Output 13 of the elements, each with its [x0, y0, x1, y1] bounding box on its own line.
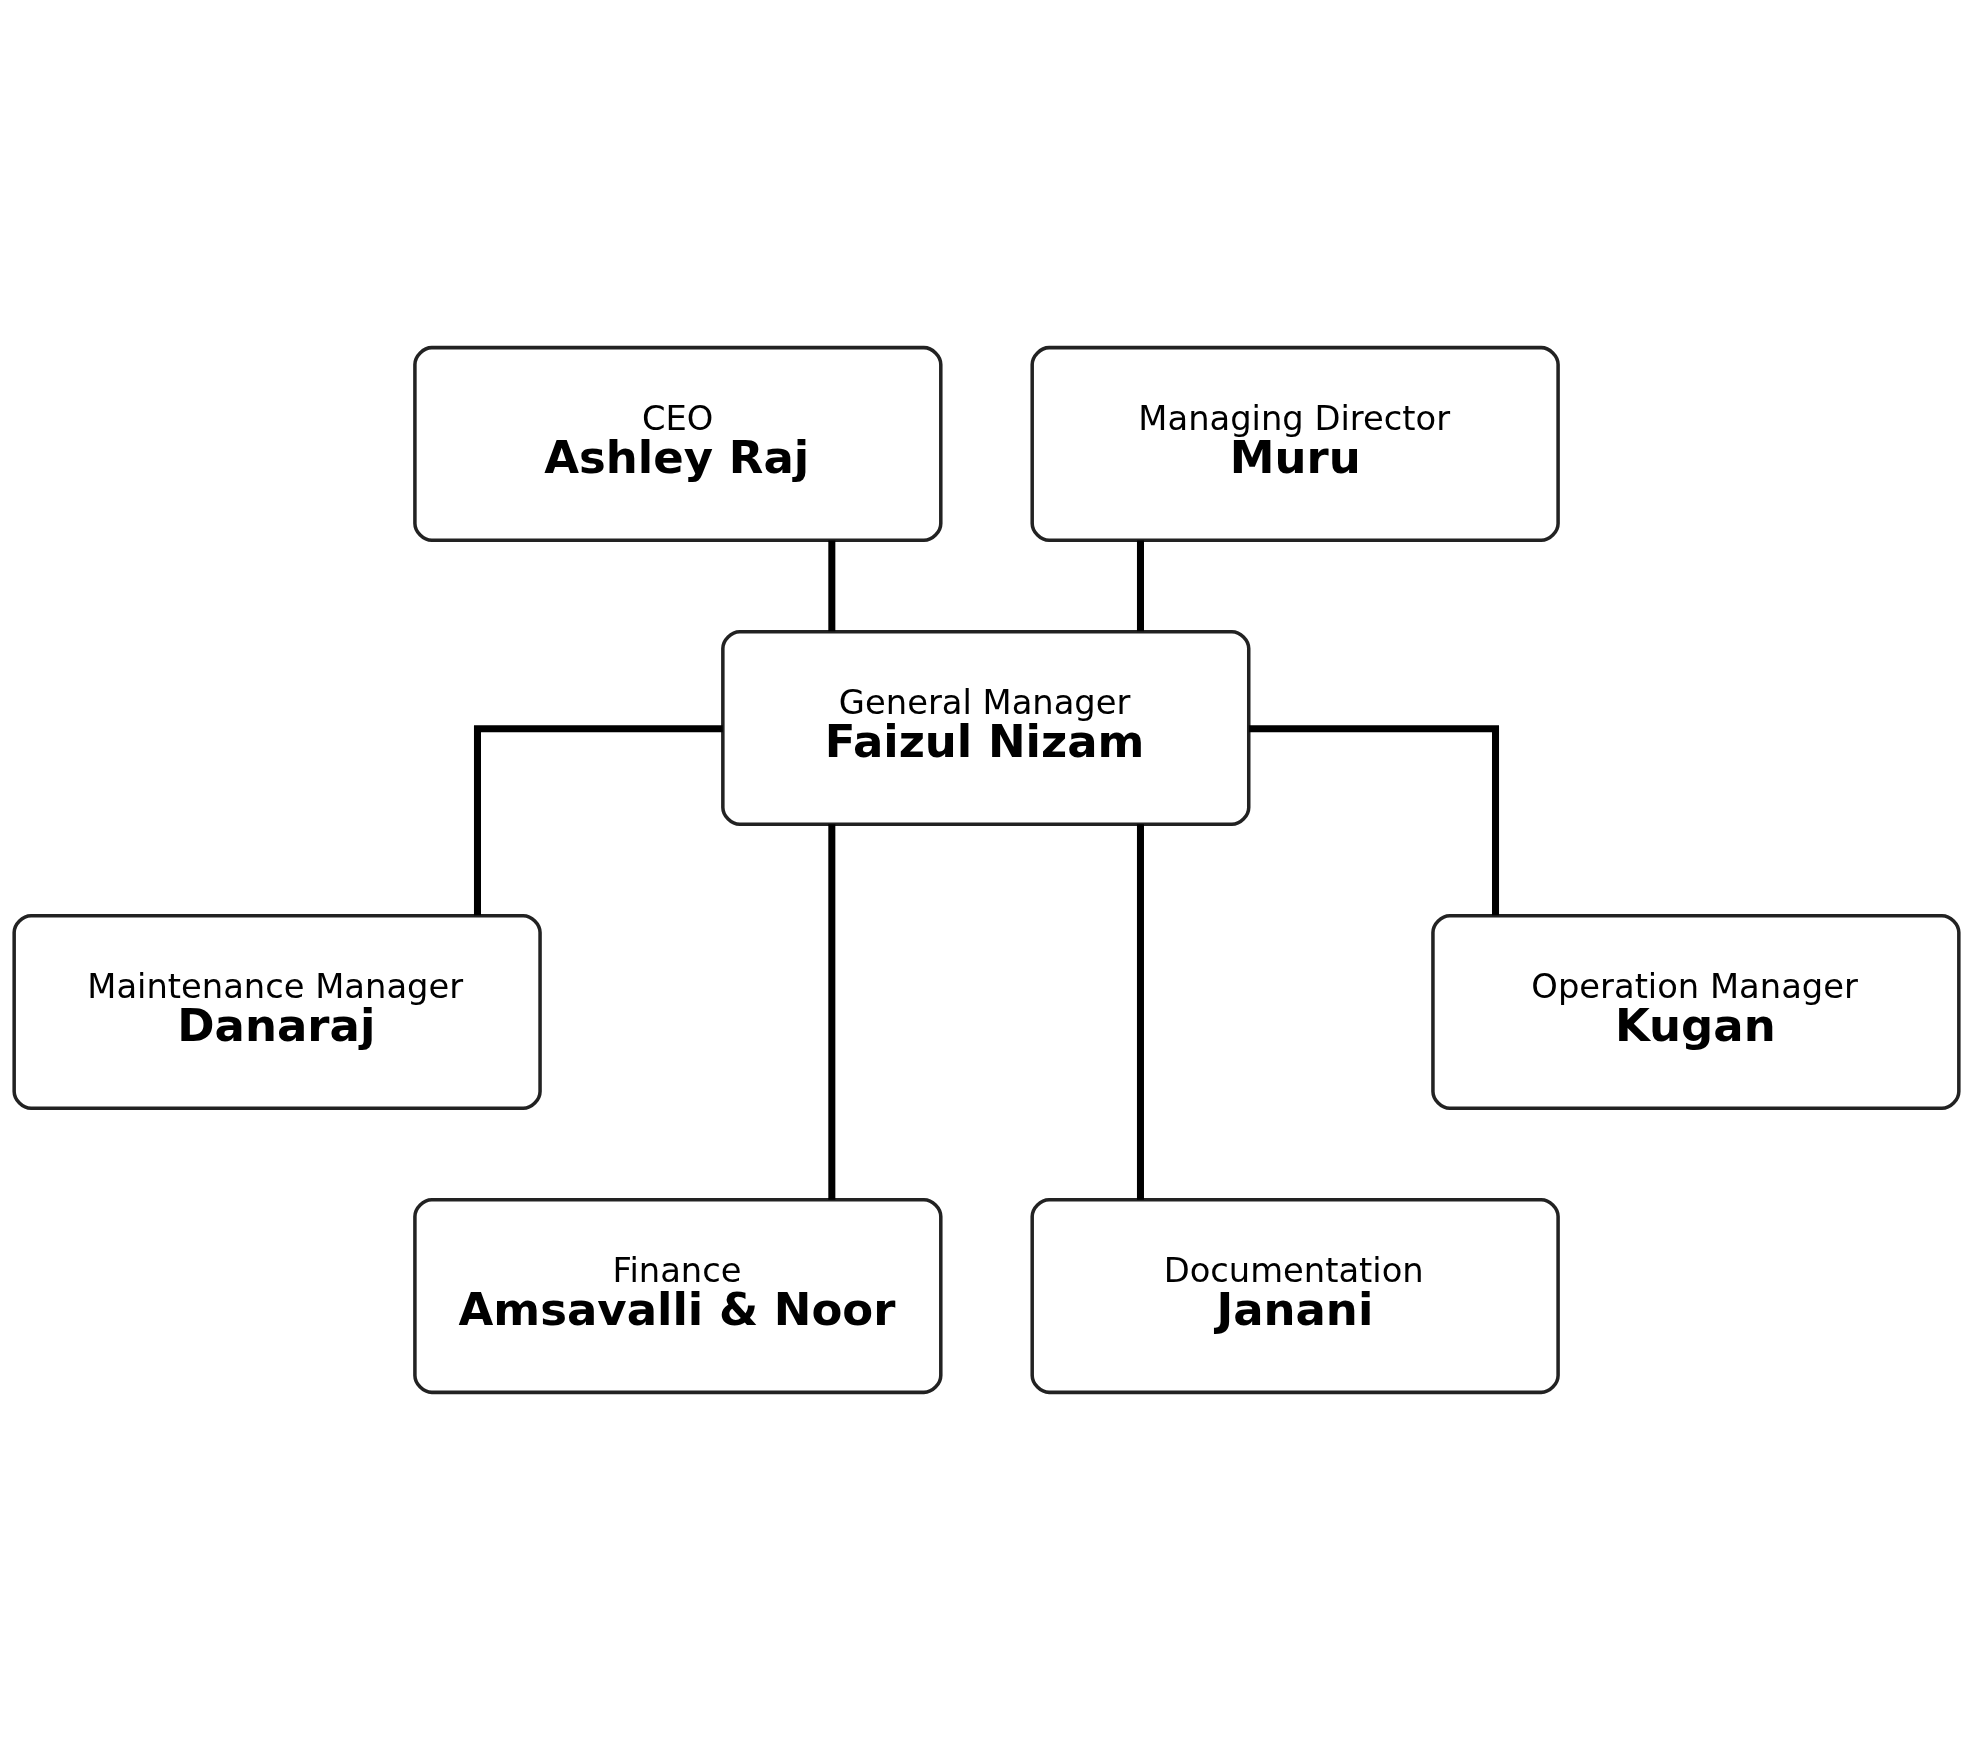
connector [828, 540, 836, 631]
connector [473, 724, 723, 915]
node-box: Documentation Janani [1030, 1197, 1560, 1394]
node-box: Maintenance Manager Danaraj [12, 913, 542, 1110]
node-box: Finance Amsavalli & Noor [413, 1197, 943, 1394]
connector [1136, 823, 1144, 1200]
node-box: General Manager Faizul Nizam [721, 629, 1251, 826]
connector [1248, 724, 1500, 915]
node-box: Operation Manager Kugan [1431, 913, 1961, 1110]
node-box: CEO Ashley Raj [413, 345, 943, 542]
connector [1136, 540, 1144, 631]
node-box: Managing Director Muru [1030, 345, 1560, 542]
connector [828, 823, 836, 1200]
